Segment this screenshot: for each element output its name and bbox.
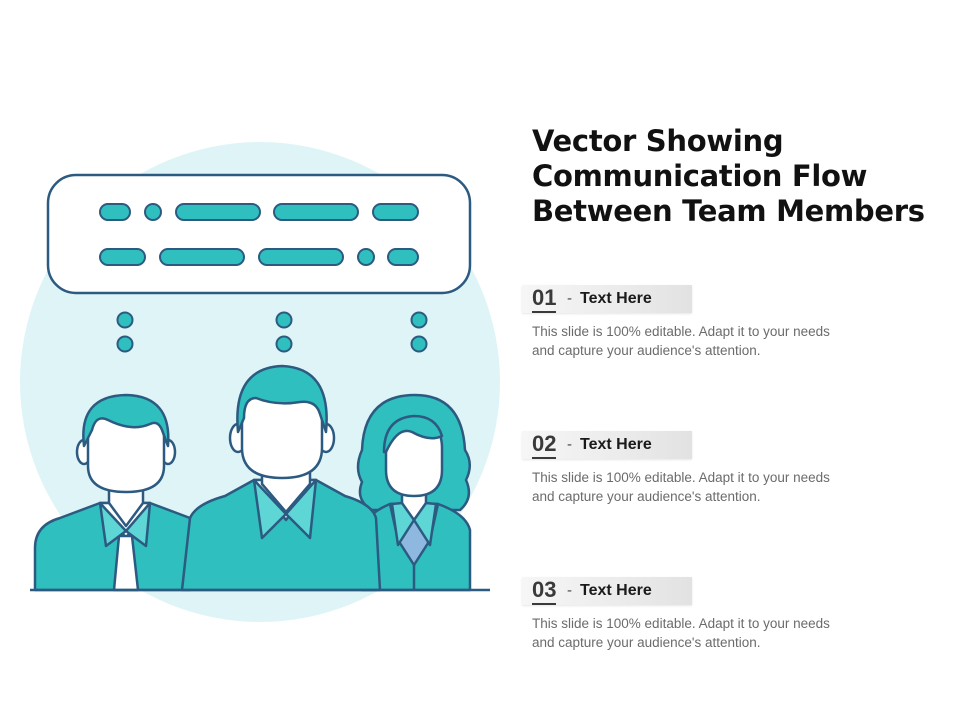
- team-communication-illustration: [20, 142, 500, 622]
- point-heading: Text Here: [580, 436, 652, 453]
- point-separator: -: [567, 290, 572, 307]
- point-separator: -: [567, 582, 572, 599]
- point-description: This slide is 100% editable. Adapt it to…: [532, 615, 882, 652]
- title-line-2: Communication Flow: [532, 159, 868, 193]
- point-number: 01: [532, 285, 557, 313]
- point-heading: Text Here: [580, 290, 652, 307]
- point-description-line-1: This slide is 100% editable. Adapt it to…: [532, 470, 830, 485]
- point-label-tag: 03 - Text Here: [522, 577, 692, 605]
- center-man-avatar-icon: [180, 364, 382, 592]
- point-description-line-2: and capture your audience's attention.: [532, 488, 761, 504]
- point-number: 03: [532, 577, 557, 605]
- point-description-line-1: This slide is 100% editable. Adapt it to…: [532, 616, 830, 631]
- point-description: This slide is 100% editable. Adapt it to…: [532, 469, 882, 506]
- point-label-tag: 02 - Text Here: [522, 431, 692, 459]
- point-item-1: 01 - Text Here This slide is 100% editab…: [522, 285, 902, 360]
- point-heading: Text Here: [580, 582, 652, 599]
- point-description: This slide is 100% editable. Adapt it to…: [532, 323, 882, 360]
- point-label-tag: 01 - Text Here: [522, 285, 692, 313]
- point-number: 02: [532, 431, 557, 459]
- point-description-line-2: and capture your audience's attention.: [532, 342, 761, 358]
- point-separator: -: [567, 436, 572, 453]
- page-title: Vector Showing Communication Flow Betwee…: [532, 124, 942, 229]
- man-avatar-icon: [33, 393, 192, 592]
- point-item-3: 03 - Text Here This slide is 100% editab…: [522, 577, 902, 652]
- woman-avatar-icon: [356, 393, 472, 592]
- title-line-1: Vector Showing: [532, 124, 784, 158]
- point-item-2: 02 - Text Here This slide is 100% editab…: [522, 431, 902, 506]
- connector-dots: [116, 311, 428, 353]
- point-description-line-1: This slide is 100% editable. Adapt it to…: [532, 324, 830, 339]
- title-line-3: Between Team Members: [532, 194, 925, 228]
- point-description-line-2: and capture your audience's attention.: [532, 634, 761, 650]
- chat-bubble-icon: [46, 173, 472, 295]
